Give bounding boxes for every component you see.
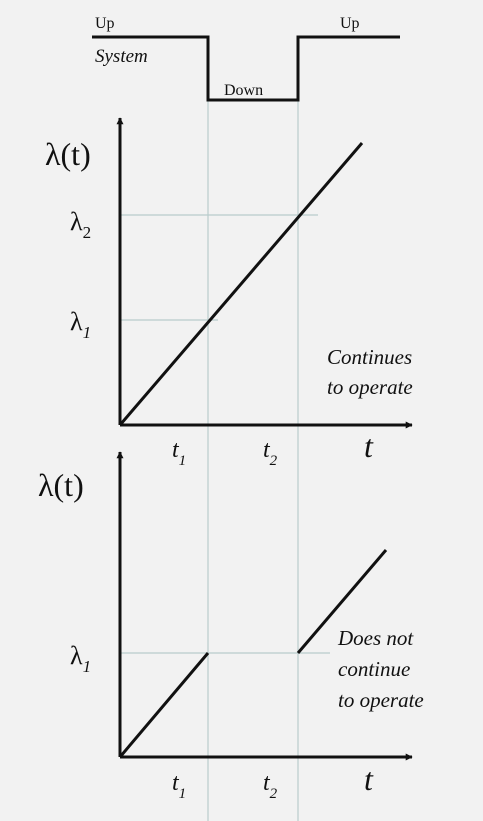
state-up-left-label: Up [95,15,115,32]
hazard-rate-line [118,142,364,426]
y-tick-lambda2: λ2 [70,207,91,242]
x-axis-label: t [364,761,374,797]
annotation-continues-line1: Continues [327,345,412,369]
plot-continues: λ(t) λ2 λ1 t1 t2 t Continues to operate [45,117,413,469]
hazard-rate-segment-2 [296,549,388,654]
y-tick-lambda1: λ1 [70,307,91,342]
y-tick-lambda1: λ1 [70,641,91,676]
state-up-right-label: Up [340,15,360,32]
annotation-stops-line2: continue [338,657,410,681]
x-axis-label: t [364,428,374,464]
x-tick-t1: t1 [172,437,186,469]
y-axis-label: λ(t) [38,467,84,503]
annotation-stops-line1: Does not [337,626,414,650]
hazard-rate-segment-1 [118,652,210,758]
system-state-bar: Up System Down Up [92,15,400,102]
annotation-stops-line3: to operate [338,688,424,712]
state-waveform [92,35,400,102]
x-tick-t2: t2 [263,437,278,469]
plot-stops: λ(t) λ1 t1 t2 t Does not continue to ope… [38,451,424,802]
annotation-continues-line2: to operate [327,375,413,399]
y-axis-label: λ(t) [45,136,91,172]
x-tick-t1: t1 [172,770,186,802]
state-system-label: System [95,46,148,67]
x-tick-t2: t2 [263,770,278,802]
state-down-label: Down [224,82,263,99]
